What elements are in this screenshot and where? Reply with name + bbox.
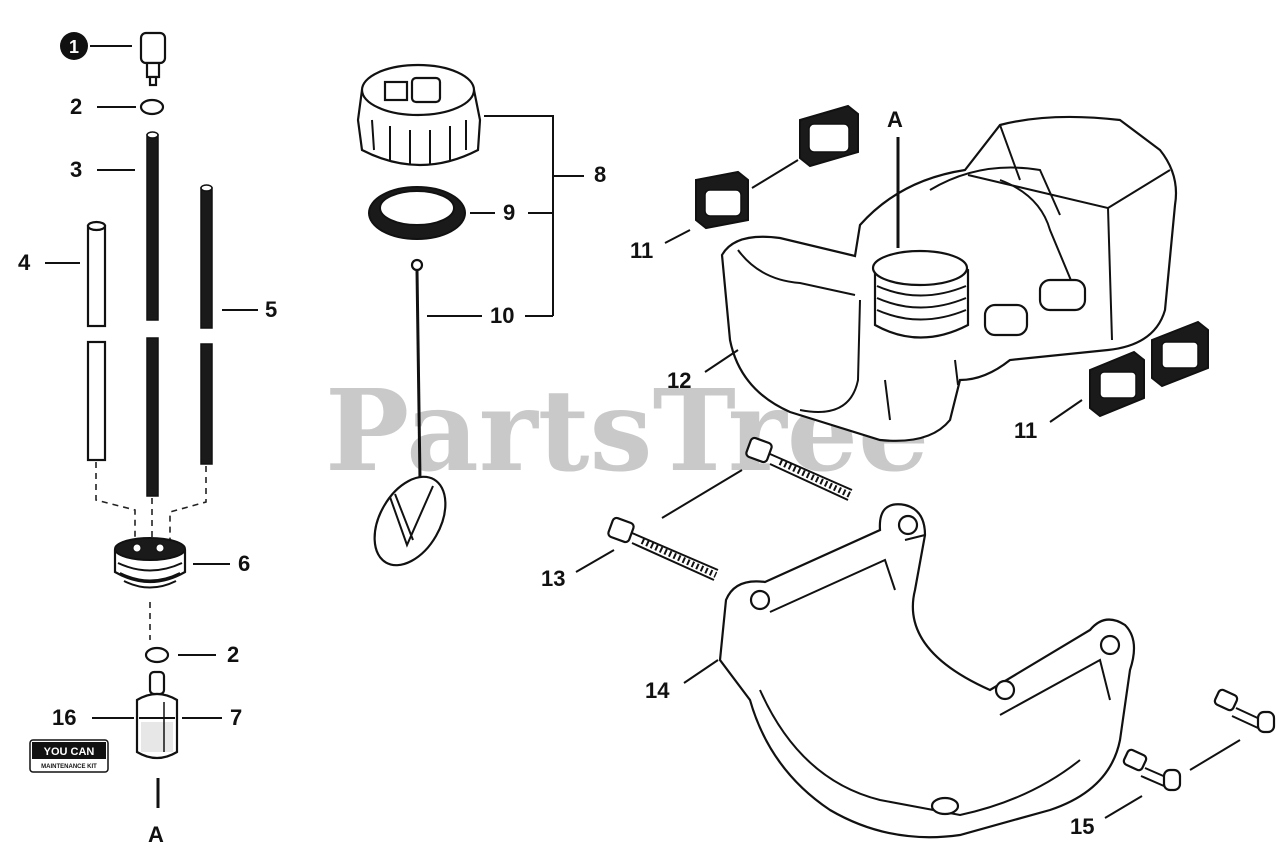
callout-16: 16 [52, 705, 76, 730]
part-5-fuel-line[interactable] [200, 184, 213, 465]
badge-title: YOU CAN [44, 746, 95, 758]
reference-a-bottom: A [148, 822, 164, 847]
callout-1: 1 [69, 37, 79, 57]
part-2-ring-bottom[interactable] [144, 646, 170, 664]
callout-10: 10 [490, 303, 514, 328]
part-15-screw-1[interactable] [1213, 688, 1276, 734]
part-3-fuel-line[interactable] [146, 131, 159, 497]
part-11-pad-top-1[interactable] [695, 170, 749, 230]
callout-1-marker [60, 32, 88, 60]
part-13-bolt-2[interactable] [607, 516, 719, 581]
reference-a-top: A [887, 107, 903, 132]
part-9-gasket[interactable] [368, 186, 466, 240]
callout-2-bottom: 2 [227, 642, 239, 667]
callout-6: 6 [238, 551, 250, 576]
callout-13: 13 [541, 566, 565, 591]
callout-2-top: 2 [70, 94, 82, 119]
callout-3: 3 [70, 157, 82, 182]
badge-subtitle: MAINTENANCE KIT [41, 764, 97, 770]
part-6-grommet[interactable] [113, 537, 187, 589]
part-10-strainer[interactable] [360, 258, 460, 578]
part-8-fuel-cap[interactable] [356, 63, 482, 167]
part-15-screw-2[interactable] [1122, 748, 1182, 792]
part-14-bracket[interactable] [718, 503, 1136, 839]
part-1-fitting[interactable] [139, 31, 167, 87]
callout-4: 4 [18, 250, 31, 275]
part-2-ring-top[interactable] [139, 98, 165, 116]
callout-11-top: 11 [630, 238, 653, 263]
callout-5: 5 [265, 297, 277, 322]
part-11-pad-top-2[interactable] [799, 104, 859, 168]
part-4-tube[interactable] [86, 220, 107, 462]
part-7-fuel-filter[interactable] [135, 670, 179, 760]
part-13-bolt-1[interactable] [745, 436, 853, 501]
callout-7: 7 [230, 705, 242, 730]
part-11-pad-bottom-1[interactable] [1089, 350, 1145, 418]
callout-8: 8 [594, 162, 606, 187]
callout-11-bottom: 11 [1014, 418, 1037, 443]
part-12-fuel-tank[interactable] [720, 115, 1178, 442]
callout-15: 15 [1070, 814, 1094, 839]
callout-12: 12 [667, 368, 691, 393]
part-11-pad-bottom-2[interactable] [1151, 320, 1209, 388]
callout-9: 9 [503, 200, 515, 225]
you-can-badge: YOU CAN MAINTENANCE KIT [29, 739, 109, 773]
callout-14: 14 [645, 678, 670, 703]
